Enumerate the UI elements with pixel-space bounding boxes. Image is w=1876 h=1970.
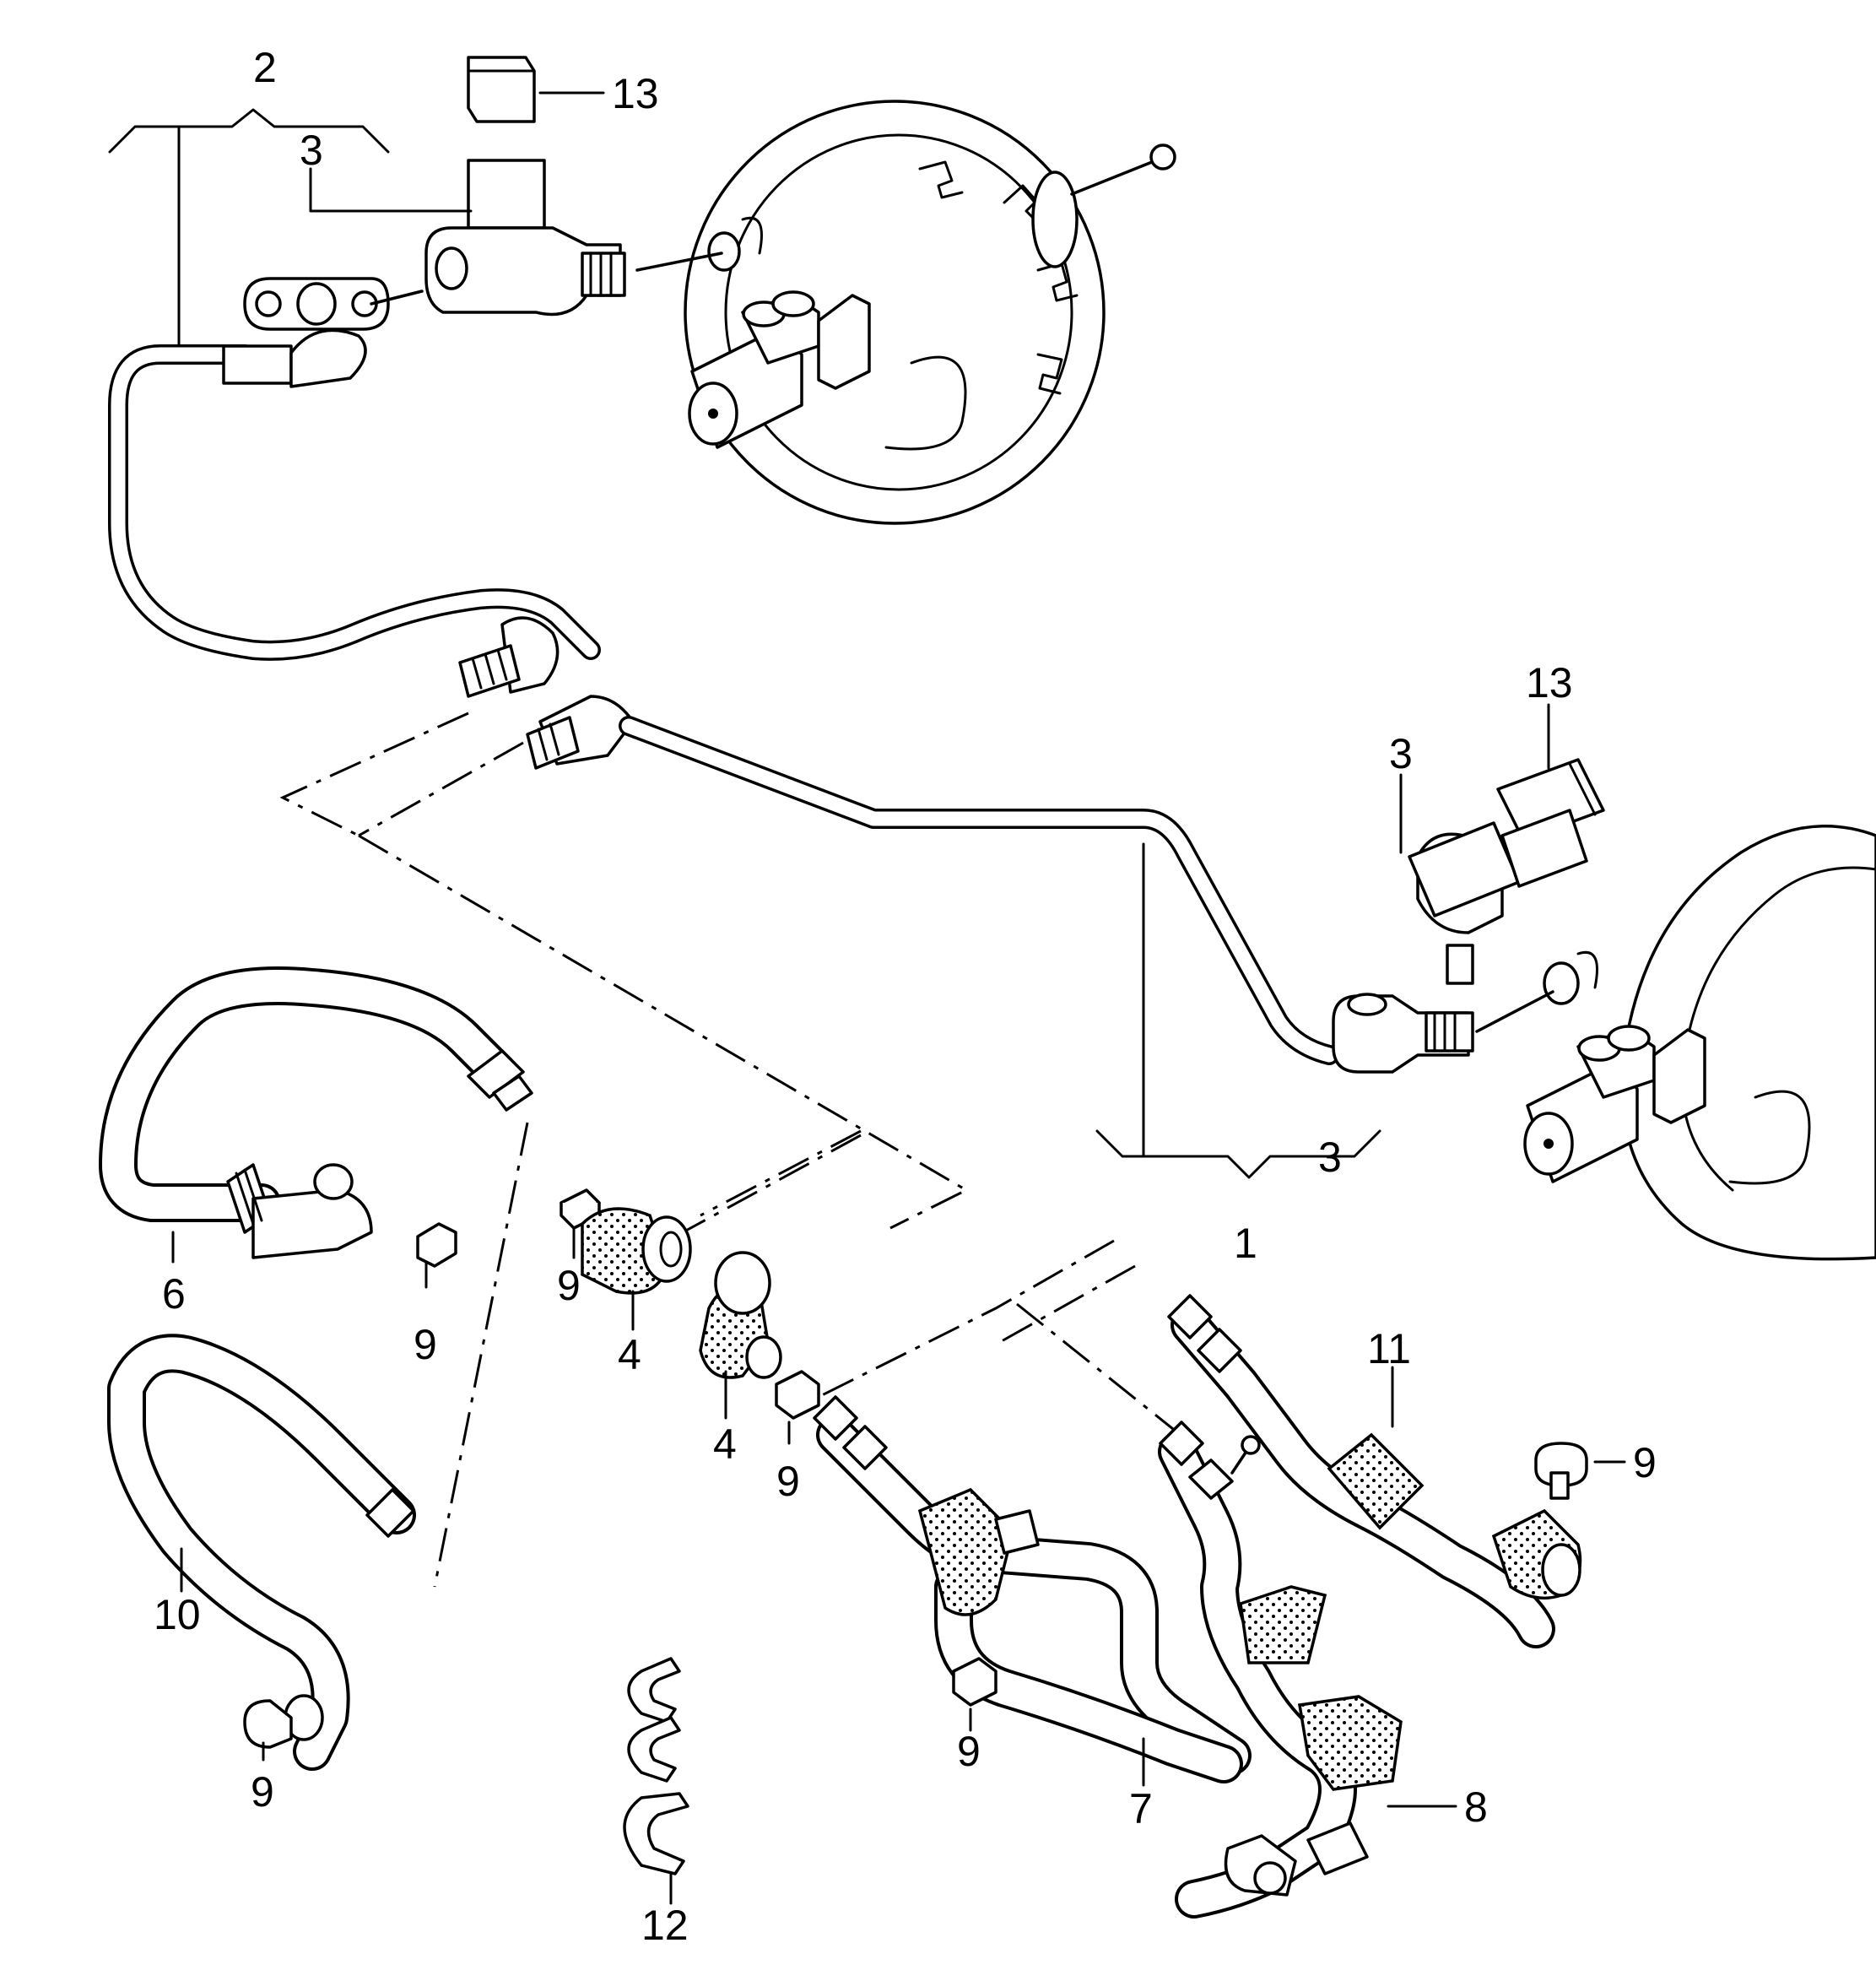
callout-9-d: 9 — [1633, 1439, 1657, 1486]
leader-lines — [108, 91, 1626, 1905]
elbow-4-a — [581, 1207, 692, 1295]
clamp-9-b — [560, 1188, 601, 1230]
hose-11 — [1167, 1294, 1582, 1648]
clamp-9-f — [952, 1657, 997, 1707]
callout-2: 2 — [253, 44, 277, 91]
callout-11: 11 — [1367, 1325, 1411, 1372]
vacuum-line-1 — [526, 695, 1339, 1065]
clamp-9-d — [1534, 1442, 1588, 1500]
callout-7: 7 — [1129, 1785, 1153, 1832]
callout-13-upper: 13 — [612, 70, 659, 117]
hose-10 — [107, 1334, 416, 1771]
callout-3-right: 3 — [1389, 730, 1413, 777]
hose-6 — [99, 966, 533, 1259]
hose-8 — [1158, 1421, 1403, 1919]
clip-12 — [623, 1657, 689, 1875]
cap-13-upper — [467, 56, 536, 123]
check-valve-3-upper — [424, 159, 626, 317]
clamp-9-e — [243, 1699, 293, 1749]
callout-1: 1 — [1234, 1220, 1257, 1267]
callout-6: 6 — [162, 1270, 186, 1318]
hose-7 — [813, 1395, 1252, 1783]
elbow-4-b — [699, 1251, 782, 1379]
vacuum-line-2 — [108, 328, 601, 698]
callout-13-lower: 13 — [1526, 659, 1573, 706]
mounting-bracket — [243, 277, 390, 331]
callout-9-c: 9 — [776, 1458, 800, 1505]
callout-9-b: 9 — [557, 1262, 581, 1309]
callout-3-upper: 3 — [300, 127, 323, 174]
clamp-9-c — [775, 1370, 820, 1420]
callout-4-a: 4 — [618, 1331, 641, 1378]
callout-3-bracket: 3 — [1318, 1134, 1342, 1181]
assembly-guide-lines — [279, 712, 1187, 1588]
callout-numbers: 2 3 13 13 3 3 1 6 9 9 4 4 9 11 9 10 9 9 … — [154, 44, 1657, 1949]
check-valve-3-lower — [1332, 809, 1588, 1074]
clamp-9-a — [416, 1222, 457, 1268]
callout-4-b: 4 — [713, 1421, 737, 1468]
callout-12: 12 — [641, 1902, 689, 1949]
brake-booster-lower — [1523, 825, 1876, 1261]
callout-10: 10 — [154, 1591, 201, 1638]
callout-9-f: 9 — [957, 1728, 981, 1775]
cap-13-lower — [1496, 758, 1605, 842]
callout-9-e: 9 — [251, 1768, 274, 1816]
callout-9-a: 9 — [414, 1321, 437, 1368]
brake-booster-upper — [684, 100, 1176, 525]
callout-8: 8 — [1464, 1783, 1488, 1831]
